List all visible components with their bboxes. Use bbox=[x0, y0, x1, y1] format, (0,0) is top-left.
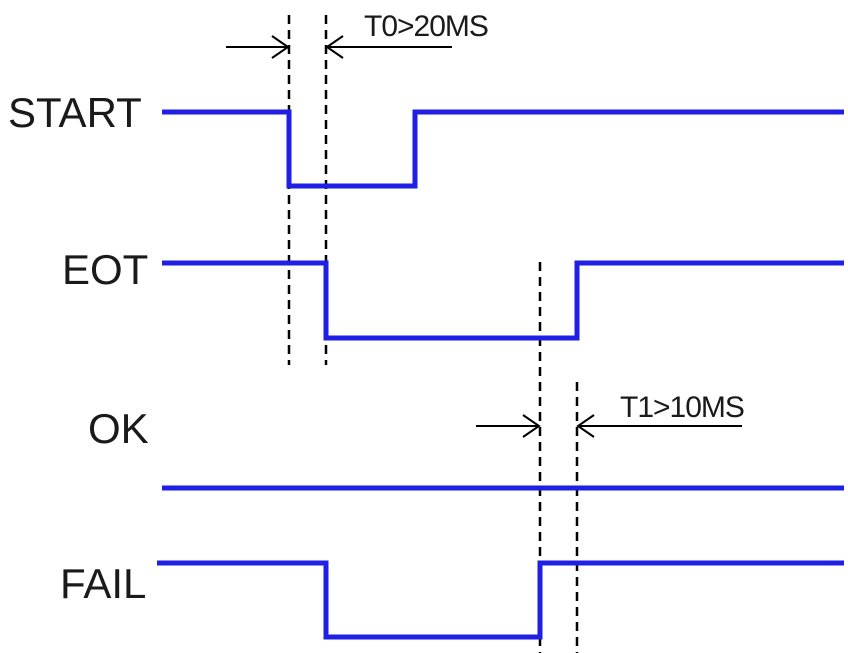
t1-left-arrowhead bbox=[522, 414, 541, 438]
start-waveform bbox=[162, 109, 844, 189]
t0-right-arrowhead bbox=[325, 35, 344, 59]
fail-label: FAIL bbox=[60, 560, 147, 607]
eot-label: EOT bbox=[62, 246, 149, 293]
t0-left-arrowhead bbox=[271, 35, 290, 59]
eot-waveform bbox=[162, 260, 844, 341]
start-label: START bbox=[8, 89, 142, 136]
t0-annotation: T0>20MS bbox=[364, 10, 489, 43]
ok-label: OK bbox=[88, 405, 149, 452]
t1-right-arrowhead bbox=[576, 414, 595, 438]
t1-annotation: T1>10MS bbox=[620, 391, 745, 424]
fail-waveform bbox=[157, 560, 844, 640]
t1-dimension-arrows bbox=[476, 414, 742, 438]
t0-dimension-arrows bbox=[226, 35, 452, 59]
